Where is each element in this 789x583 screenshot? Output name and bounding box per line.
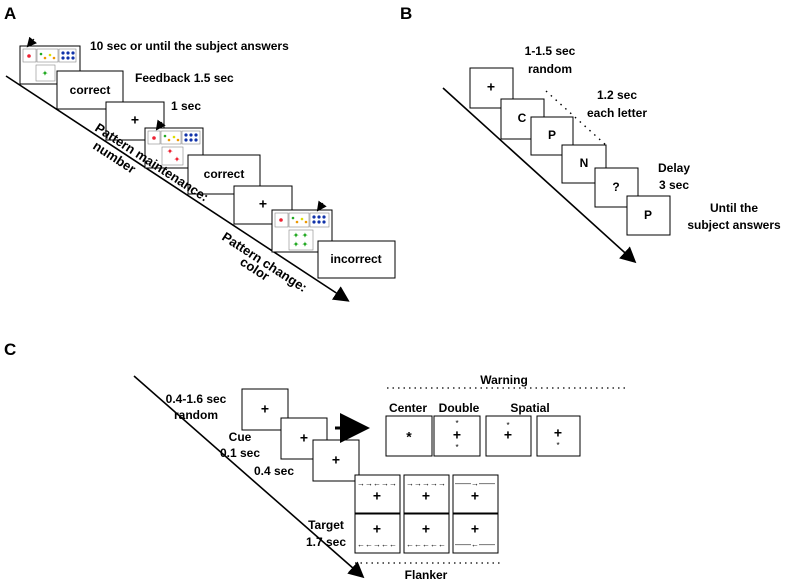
svg-text:✦: ✦ <box>174 155 181 164</box>
panel-c-flanker-congruent-top: →→→→→ + <box>403 474 450 514</box>
panel-c-flanker-bottom-cross-3: + <box>471 521 479 537</box>
svg-text:✦: ✦ <box>293 231 300 240</box>
panel-b-fixation-time: 1-1.5 sec <box>525 44 576 58</box>
panel-a-fixation-cross-1: + <box>131 112 139 128</box>
panel-c-flanker-top-cross-3: + <box>471 488 479 504</box>
panel-b-box-letter-2-text: P <box>548 128 556 142</box>
panel-c-cue-time: 0.1 sec <box>220 446 260 460</box>
panel-c-spatial-down-asterisk: * <box>556 441 559 450</box>
panel-c-flanker-incongruent-bottom: + ←←→←← <box>354 513 401 554</box>
panel-b-box-letter-1-text: C <box>518 111 527 125</box>
panel-c-double-cue-top: * <box>455 419 458 428</box>
panel-c-flanker-neutral-top: ——→—— + <box>452 474 499 514</box>
panel-b-box-delay-text: ? <box>612 180 619 194</box>
panel-b-fixation-random: random <box>528 62 572 76</box>
panel-b-delay-time: 3 sec <box>659 178 689 192</box>
svg-text:✦: ✦ <box>293 240 300 249</box>
panel-c-spatial-up-asterisk: * <box>506 421 509 430</box>
panel-b-letter-each: each letter <box>587 106 647 120</box>
panel-a-pattern-box-1: ✦ <box>19 36 81 85</box>
panel-b-letter: B <box>400 4 412 23</box>
panel-c-fixation-time: 0.4-1.6 sec <box>166 392 227 406</box>
panel-a-feedback-box-3: incorrect <box>317 240 396 279</box>
panel-b-delay-label: Delay <box>658 161 690 175</box>
panel-c-spatial-down-cross: + <box>554 425 562 441</box>
panel-c-double-cue-cross: + <box>453 427 461 443</box>
panel-c-flanker-top-arrows-3: ——→—— <box>455 479 495 488</box>
panel-a-feedback-correct-2: correct <box>204 167 245 181</box>
panel-b-box-letter-2: P <box>530 116 574 156</box>
panel-c-warning-double-box: * + * <box>433 415 481 457</box>
panel-c-flanker-top-cross-2: + <box>422 488 430 504</box>
panel-b-dotted-connector <box>545 90 608 147</box>
panel-c-fixation-cross: + <box>261 401 269 417</box>
panel-c-warning-center-box: * <box>385 415 433 457</box>
panel-a-timeline-arrow <box>5 75 350 302</box>
panel-c-flanker-title: Flanker <box>405 568 448 582</box>
panel-b-until-sublabel: subject answers <box>687 218 781 232</box>
svg-text:✦: ✦ <box>167 147 174 156</box>
panel-c-flanker-bottom-arrows-3: ——←—— <box>455 540 495 549</box>
panel-a-fixation-cross-2: + <box>259 196 267 212</box>
panel-c-gap-box: + <box>312 439 360 482</box>
panel-c-warning-center-label: Center <box>389 401 427 415</box>
panel-b-until-label: Until the <box>710 201 758 215</box>
panel-c-flanker-neutral-bottom: + ——←—— <box>452 513 499 554</box>
panel-c-flanker-bottom-arrows-1: ←←→←← <box>357 540 397 549</box>
panel-c-flanker-top-arrows-2: →→→→→ <box>406 479 446 488</box>
panel-a-letter: A <box>4 4 16 23</box>
panel-b-box-letter-3-text: N <box>580 156 589 170</box>
panel-a-interval-label: 1 sec <box>171 99 201 113</box>
svg-text:✦: ✦ <box>42 69 49 78</box>
panel-c-center-cue-asterisk: * <box>406 429 412 445</box>
panel-c-warning-spatial-label: Spatial <box>510 401 549 415</box>
panel-c-cue-cross: + <box>300 430 308 446</box>
panel-c-flanker-bottom-cross-1: + <box>373 521 381 537</box>
panel-c-warning-spatial-up-box: * + <box>485 415 532 457</box>
panel-c-letter: C <box>4 340 16 359</box>
panel-c-warning-title: Warning <box>480 373 528 387</box>
panel-b-box-probe-text: P <box>644 208 652 222</box>
panel-b-timeline-arrow <box>442 87 637 264</box>
panel-c-double-cue-bottom: * <box>455 443 458 452</box>
pointer-arrow-icon <box>26 36 38 48</box>
panel-c-fixation-random: random <box>174 408 218 422</box>
panel-a-feedback-correct-1: correct <box>70 83 111 97</box>
panel-b-box-probe: P <box>626 195 671 236</box>
panel-c-target-time: 1.7 sec <box>306 535 346 549</box>
panel-c-spatial-up-cross: + <box>504 427 512 443</box>
panel-a-feedback-label: Feedback 1.5 sec <box>135 71 234 85</box>
panel-c-flanker-top-cross-1: + <box>373 488 381 504</box>
panel-c-flanker-bottom-arrows-2: ←←←←← <box>406 540 446 549</box>
pointer-arrow-icon <box>155 119 166 131</box>
panel-c-flanker-top-arrows-1: →→←→→ <box>357 479 397 488</box>
panel-c-fixation-box: + <box>241 388 289 431</box>
panel-c-flanker-incongruent-top: →→←→→ + <box>354 474 401 514</box>
panel-b-box-fixation: + <box>469 67 514 109</box>
panel-c-timeline-arrow <box>133 375 365 579</box>
panel-c-flanker-congruent-bottom: + ←←←←← <box>403 513 450 554</box>
pointer-arrow-icon <box>316 200 327 212</box>
panel-c-warning-spatial-down-box: + * <box>536 415 581 457</box>
panel-b-box-fixation-text: + <box>487 79 495 95</box>
panel-c-cue-label: Cue <box>229 430 252 444</box>
panel-a-response-time-label: 10 sec or until the subject answers <box>90 39 289 53</box>
panel-b-letter-time: 1.2 sec <box>597 88 637 102</box>
panel-c-gap-label: 0.4 sec <box>254 464 294 478</box>
panel-a-feedback-incorrect: incorrect <box>330 252 381 266</box>
svg-text:✦: ✦ <box>302 231 309 240</box>
panel-c-warning-double-label: Double <box>439 401 480 415</box>
panel-c-flanker-bottom-cross-2: + <box>422 521 430 537</box>
panel-c-target-label: Target <box>308 518 344 532</box>
panel-c-gap-cross: + <box>332 452 340 468</box>
svg-text:✦: ✦ <box>302 240 309 249</box>
